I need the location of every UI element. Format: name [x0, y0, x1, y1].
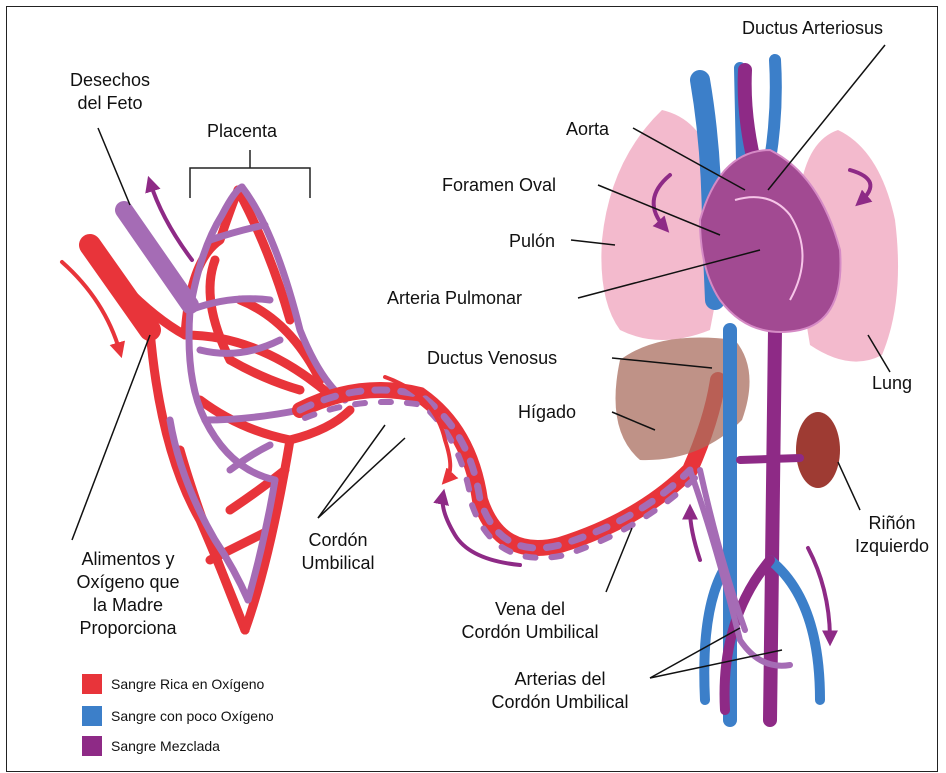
placenta-bracket	[190, 150, 310, 198]
kidney	[796, 412, 840, 488]
label-ductus-arteriosus: Ductus Arteriosus	[742, 17, 883, 40]
label-aorta: Aorta	[566, 118, 609, 141]
label-pulon: Pulón	[509, 230, 555, 253]
legend-label: Sangre con poco Oxígeno	[111, 708, 274, 724]
legend-swatch	[82, 706, 102, 726]
label-vena: Vena del Cordón Umbilical	[428, 598, 632, 644]
label-arterias: Arterias del Cordón Umbilical	[465, 668, 655, 714]
legend-item-oxygen-rich: Sangre Rica en Oxígeno	[82, 674, 264, 694]
label-placenta: Placenta	[207, 120, 277, 143]
label-lung: Lung	[872, 372, 912, 395]
legend-label: Sangre Mezclada	[111, 738, 220, 754]
maternal-artery-red	[90, 245, 150, 330]
legend-item-mixed: Sangre Mezclada	[82, 736, 220, 756]
legend-item-low-oxygen: Sangre con poco Oxígeno	[82, 706, 274, 726]
legend-swatch	[82, 674, 102, 694]
label-rinon: Riñón Izquierdo	[842, 512, 942, 558]
label-ductus-venosus: Ductus Venosus	[427, 347, 557, 370]
label-alimentos: Alimentos y Oxígeno que la Madre Proporc…	[48, 548, 208, 640]
legend-swatch	[82, 736, 102, 756]
legend-label: Sangre Rica en Oxígeno	[111, 676, 264, 692]
label-higado: Hígado	[518, 401, 576, 424]
label-cordon: Cordón Umbilical	[284, 529, 392, 575]
label-desechos: Desechos del Feto	[58, 69, 162, 115]
label-foramen-oval: Foramen Oval	[442, 174, 556, 197]
label-arteria-pulmonar: Arteria Pulmonar	[387, 287, 522, 310]
